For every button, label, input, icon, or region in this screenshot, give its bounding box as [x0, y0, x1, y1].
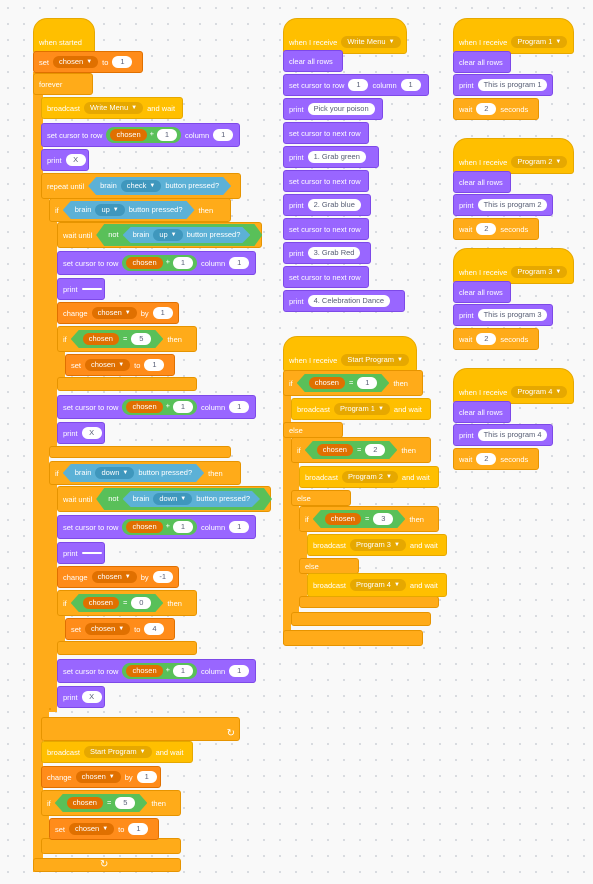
if-final-bottom: [41, 838, 181, 854]
forever-bottom: [33, 858, 181, 872]
if-chosen0-bottom: [57, 641, 197, 655]
set-chosen-block[interactable]: set chosen▼ to 1: [33, 51, 143, 73]
print-empty-block[interactable]: print: [57, 542, 105, 564]
else-label: else: [291, 490, 351, 506]
set-cursor-next-row-block[interactable]: set cursor to next row: [283, 170, 369, 192]
print-empty-block[interactable]: print: [57, 278, 105, 300]
if-final-arm: [41, 812, 49, 842]
clear-all-rows-block[interactable]: clear all rows: [453, 171, 511, 193]
forever-arm: [33, 72, 43, 872]
repeat-arm: [41, 190, 49, 730]
if-chosen0-arm: [57, 602, 65, 646]
clear-all-rows-block[interactable]: clear all rows: [453, 51, 511, 73]
message-dropdown[interactable]: Write Menu▼: [83, 102, 144, 114]
when-started-hat[interactable]: when started: [33, 18, 95, 54]
variable-dropdown[interactable]: chosen▼: [53, 56, 99, 68]
forever-block[interactable]: forever: [33, 73, 93, 95]
clear-all-rows-block[interactable]: clear all rows: [453, 401, 511, 423]
clear-all-rows-block[interactable]: clear all rows: [453, 281, 511, 303]
loop-arrow-icon: ↻: [100, 859, 109, 870]
when-receive-write-menu[interactable]: when I receive Write Menu▼: [283, 18, 407, 54]
dropdown-arrow-icon: ▼: [86, 59, 93, 65]
if-else-bottom: [283, 630, 423, 646]
else-label: else: [283, 422, 343, 438]
if-chosen5-arm: [57, 338, 65, 382]
loop-arrow-icon: ↻: [226, 728, 235, 739]
value-input[interactable]: 1: [112, 56, 133, 68]
if-chosen-eq-5[interactable]: if chosen=5 then: [57, 326, 197, 352]
if-chosen-eq-2[interactable]: if chosen=2 then: [291, 437, 431, 463]
set-cursor-next-row-block[interactable]: set cursor to next row: [283, 122, 369, 144]
when-receive-start-program[interactable]: when I receive Start Program▼: [283, 336, 417, 372]
if-up-arm: [49, 210, 57, 450]
else-label: else: [299, 558, 359, 574]
button-dropdown: check▼: [121, 180, 162, 192]
set-cursor-next-row-block[interactable]: set cursor to next row: [283, 218, 369, 240]
broadcast-start-program[interactable]: broadcast Start Program▼ and wait: [41, 741, 193, 763]
if-up-bottom: [49, 446, 231, 458]
repeat-bottom: ↻: [41, 717, 240, 741]
clear-all-rows-block[interactable]: clear all rows: [283, 50, 343, 72]
set-cursor-next-row-block[interactable]: set cursor to next row: [283, 266, 369, 288]
if-chosen-eq-5[interactable]: if chosen=5 then: [41, 790, 181, 816]
if-chosen-eq-0[interactable]: if chosen=0 then: [57, 590, 197, 616]
if-down-arm: [49, 474, 57, 712]
if-chosen-eq-3[interactable]: if chosen=3 then: [299, 506, 439, 532]
broadcast-write-menu[interactable]: broadcast Write Menu▼ and wait: [41, 97, 183, 119]
if-chosen5-bottom: [57, 377, 197, 391]
if-chosen-eq-1[interactable]: if chosen=1 then: [283, 370, 423, 396]
